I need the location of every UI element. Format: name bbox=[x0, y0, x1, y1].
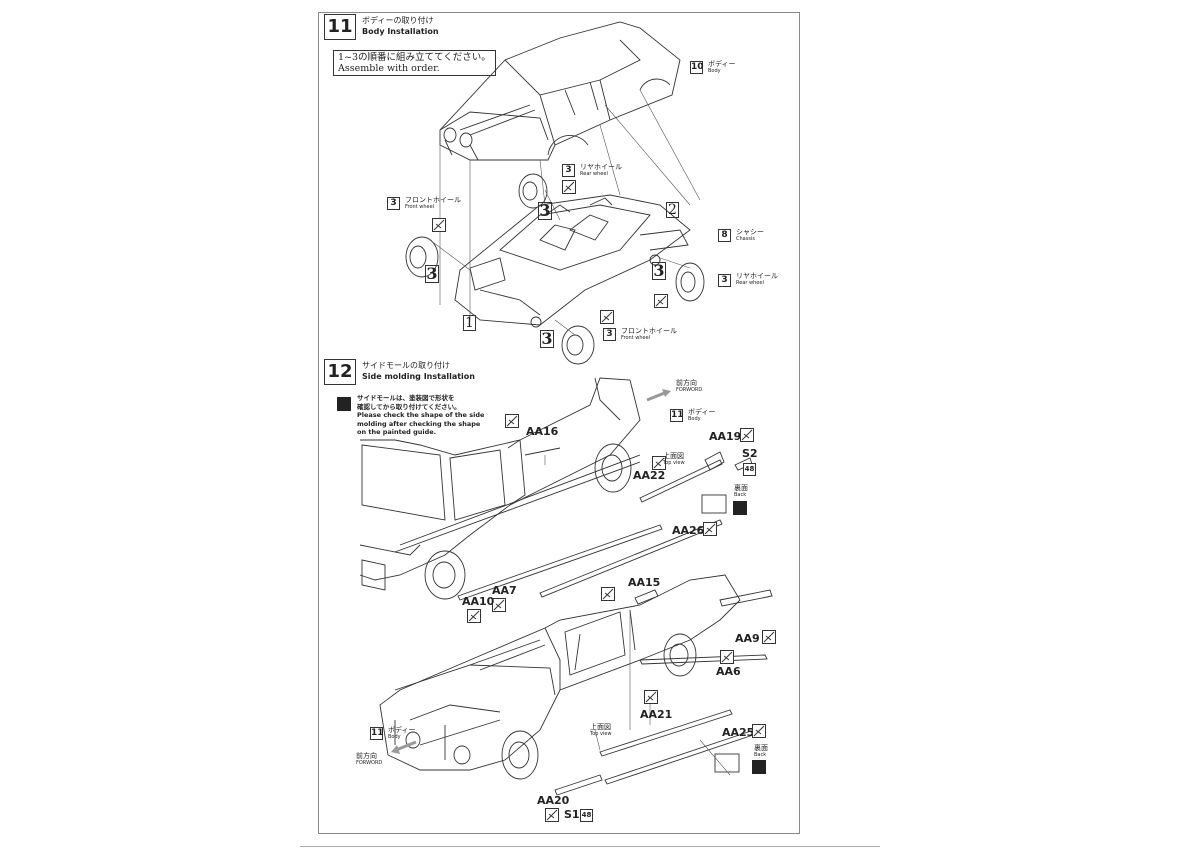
page-bottom-rule bbox=[300, 846, 880, 847]
chassis-part-number: 8 bbox=[718, 229, 731, 242]
s2-part-number: 48 bbox=[743, 463, 756, 476]
part-aa16: AA16 bbox=[526, 425, 559, 438]
no-glue-icon bbox=[432, 218, 446, 232]
front-wheel-part-number: 3 bbox=[387, 197, 400, 210]
part-aa6: AA6 bbox=[716, 665, 741, 678]
no-glue-icon bbox=[703, 522, 717, 536]
note-jp-line-2: 確認してから取り付けてください。 bbox=[357, 402, 461, 411]
no-glue-icon bbox=[600, 310, 614, 324]
molding-note: サイドモールは、塗装図で形状を 確認してから取り付けてください。 Please … bbox=[357, 394, 484, 437]
molding-strips-upper bbox=[457, 447, 753, 601]
body-shell-drawing bbox=[439, 21, 681, 161]
note-en-line-2: molding after checking the shape bbox=[357, 419, 481, 428]
rear-wheel-part-number-2: 3 bbox=[718, 274, 731, 287]
back-side-icon bbox=[733, 501, 747, 515]
no-glue-icon bbox=[644, 690, 658, 704]
order-3-marker: 3 bbox=[652, 261, 666, 280]
no-glue-icon bbox=[601, 587, 615, 601]
no-glue-icon bbox=[740, 428, 754, 442]
part-s2: S2 bbox=[742, 447, 758, 460]
no-glue-icon bbox=[545, 808, 559, 822]
part-s1: S1 bbox=[564, 808, 580, 821]
part-aa20: AA20 bbox=[537, 794, 570, 807]
molding-strips-lower bbox=[554, 589, 773, 796]
note-jp-line-1: サイドモールは、塗装図で形状を bbox=[357, 394, 455, 402]
s1-part-number: 48 bbox=[580, 809, 593, 822]
no-glue-icon bbox=[720, 650, 734, 664]
no-glue-icon bbox=[654, 294, 668, 308]
no-glue-icon bbox=[652, 456, 666, 470]
order-3-marker: 3 bbox=[540, 329, 554, 348]
step-12-title-jp: サイドモールの取り付け bbox=[362, 361, 450, 370]
forward-arrow-icon bbox=[391, 740, 417, 754]
part-aa19: AA19 bbox=[709, 430, 742, 443]
part-aa10: AA10 bbox=[462, 595, 495, 608]
part-aa15: AA15 bbox=[628, 576, 661, 589]
part-aa21: AA21 bbox=[640, 708, 673, 721]
body-part-number-step12: 11 bbox=[670, 409, 684, 422]
body-part-number: 10 bbox=[690, 61, 704, 74]
note-en-line-3: on the painted guide. bbox=[357, 428, 437, 436]
step-11-title-jp: ボディーの取り付け bbox=[362, 16, 434, 25]
order-3-marker: 3 bbox=[425, 264, 439, 283]
note-en-line-1: Please check the shape of the side bbox=[357, 411, 485, 419]
front-wheel-part-number-2: 3 bbox=[603, 328, 616, 341]
no-glue-icon bbox=[762, 630, 776, 644]
part-aa22: AA22 bbox=[633, 469, 666, 482]
order-3-marker: 3 bbox=[538, 201, 552, 220]
no-glue-icon bbox=[505, 414, 519, 428]
step-12-title-en: Side molding Installation bbox=[362, 372, 475, 381]
step-11-number: 11 bbox=[324, 14, 356, 40]
order-note-jp: 1~3の順番に組み立ててください。 bbox=[338, 52, 491, 63]
order-2-marker: 2 bbox=[666, 202, 679, 218]
body-part-number-lower: 11 bbox=[370, 727, 384, 740]
assembly-order-note: 1~3の順番に組み立ててください。 Assemble with order. bbox=[333, 50, 496, 76]
part-aa25: AA25 bbox=[722, 726, 755, 739]
order-note-en: Assemble with order. bbox=[338, 63, 440, 74]
guide-lines bbox=[429, 89, 701, 336]
pencil-icon bbox=[337, 397, 351, 411]
no-glue-icon bbox=[467, 609, 481, 623]
rear-wheel-part-number: 3 bbox=[562, 164, 575, 177]
front-car-drawing bbox=[379, 574, 741, 780]
no-glue-icon bbox=[562, 180, 576, 194]
no-glue-icon bbox=[752, 724, 766, 738]
step-11-title-en: Body Installation bbox=[362, 27, 439, 36]
step-12-number: 12 bbox=[324, 359, 356, 385]
part-aa9: AA9 bbox=[735, 632, 760, 645]
part-aa7: AA7 bbox=[492, 584, 517, 597]
instruction-sheet-frame bbox=[318, 12, 800, 834]
order-1-marker: 1 bbox=[463, 315, 476, 331]
part-aa26: AA26 bbox=[672, 524, 705, 537]
no-glue-icon bbox=[492, 598, 506, 612]
rear-car-drawing bbox=[359, 377, 641, 600]
back-side-icon bbox=[752, 760, 766, 774]
wheel-drawings bbox=[405, 173, 705, 365]
forward-arrow-icon bbox=[646, 389, 671, 402]
